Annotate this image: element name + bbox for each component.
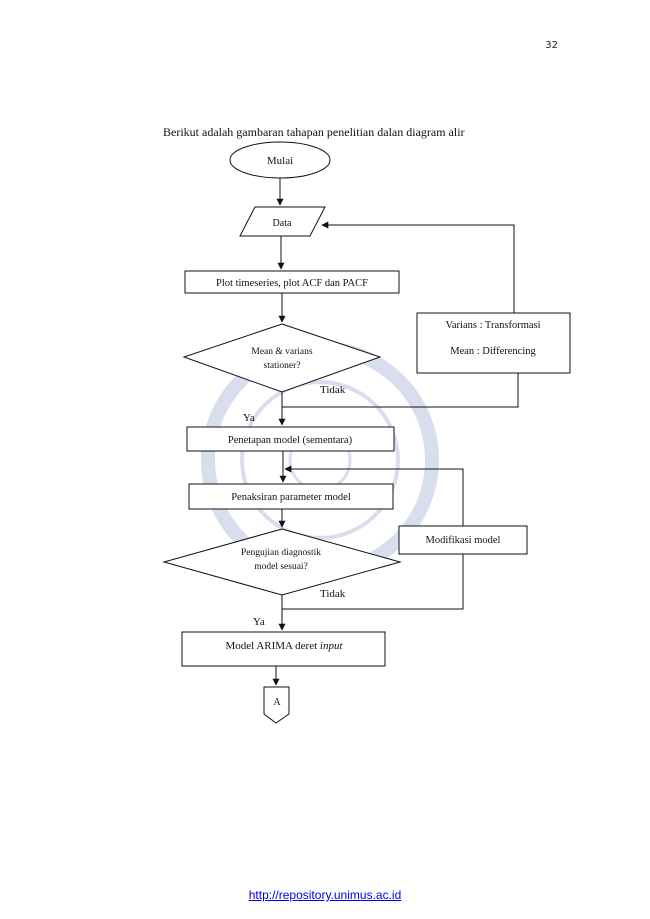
final-model-italic: input [320,640,344,652]
final-arima-model-box [181,631,386,667]
decision1-line2: stationer? [264,361,301,371]
modification-label: Modifikasi model [426,535,501,546]
decision2-yes-label: Ya [253,616,265,628]
decision2-line2: model sesuai? [254,562,308,572]
transformation-box [416,312,571,374]
start-label: Mulai [267,155,293,167]
transform-line2: Mean : Differencing [450,346,536,357]
repository-link[interactable]: http://repository.unimus.ac.id [248,888,402,902]
decision1-no-path [281,373,519,408]
off-page-connector [263,686,290,724]
parameter-estimation-box [188,483,394,510]
data-label: Data [273,218,292,229]
transform-feedback-arrow [321,221,515,313]
decision1-yes-label: Ya [243,412,255,424]
connector-label: A [273,697,281,708]
parameter-estimation-label: Penaksiran parameter model [231,492,351,503]
final-model-label: Model ARIMA deret input [225,640,343,652]
decision1-no-label: Tidak [320,384,346,396]
data-input-shape [239,206,326,237]
plot-label: Plot timeseries, plot ACF dan PACF [216,278,368,289]
plot-process-box [184,270,400,294]
intro-sentence: Berikut adalah gambaran tahapan peneliti… [163,125,465,139]
decision2-line1: Pengujian diagnostik [241,548,321,558]
final-model-prefix: Model ARIMA deret [225,640,319,652]
university-seal-watermark [201,341,439,579]
page-number: 32 [545,40,558,51]
tentative-model-box [186,426,395,452]
stationarity-decision [182,323,382,393]
modification-feedback-arrow [284,465,464,526]
decision2-no-path [281,554,464,610]
tentative-model-label: Penetapan model (sementara) [228,435,353,446]
decision2-no-label: Tidak [320,588,346,600]
decision1-line1: Mean & varians [251,347,313,357]
transform-line1: Varians : Transformasi [445,320,540,331]
